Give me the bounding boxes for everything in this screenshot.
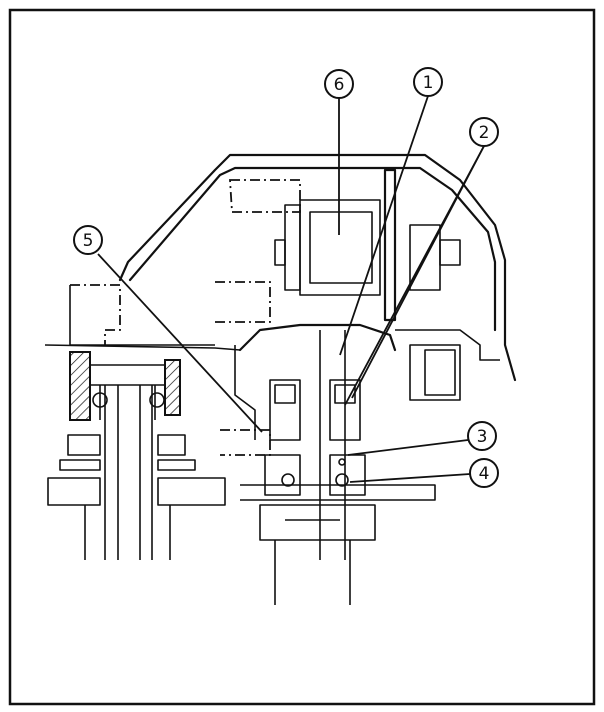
callout-3: 3: [467, 421, 497, 451]
callout-4-label: 4: [479, 464, 490, 484]
callout-6-label: 6: [334, 75, 345, 95]
leader-lines: [97, 95, 485, 483]
housing-outline: [44, 153, 517, 382]
left-bearing-housing: [69, 351, 181, 421]
left-shaft: [47, 385, 226, 560]
page-border: [8, 8, 596, 706]
callout-5: 5: [73, 225, 103, 255]
callout-4-circle: [469, 458, 499, 488]
callout-3-label: 3: [477, 427, 488, 447]
callout-1-label: 1: [423, 73, 434, 93]
central-body: [220, 323, 500, 456]
callout-1: 1: [413, 67, 443, 97]
leader-1: [339, 95, 429, 356]
callout-4: 4: [469, 458, 499, 488]
leader-3: [347, 439, 469, 456]
callout-2-label: 2: [479, 123, 490, 143]
leader-2b: [351, 145, 485, 399]
callout-6-circle: [324, 69, 354, 99]
leader-4: [349, 473, 471, 483]
callout-5-label: 5: [83, 231, 94, 251]
callout-6: 6: [324, 69, 354, 99]
central-shaft: [240, 330, 436, 605]
callout-2: 2: [469, 117, 499, 147]
callout-3-circle: [467, 421, 497, 451]
callout-2-circle: [469, 117, 499, 147]
callout-5-circle: [73, 225, 103, 255]
motor-assembly: [274, 168, 461, 322]
leader-5: [97, 253, 263, 433]
callout-1-circle: [413, 67, 443, 97]
